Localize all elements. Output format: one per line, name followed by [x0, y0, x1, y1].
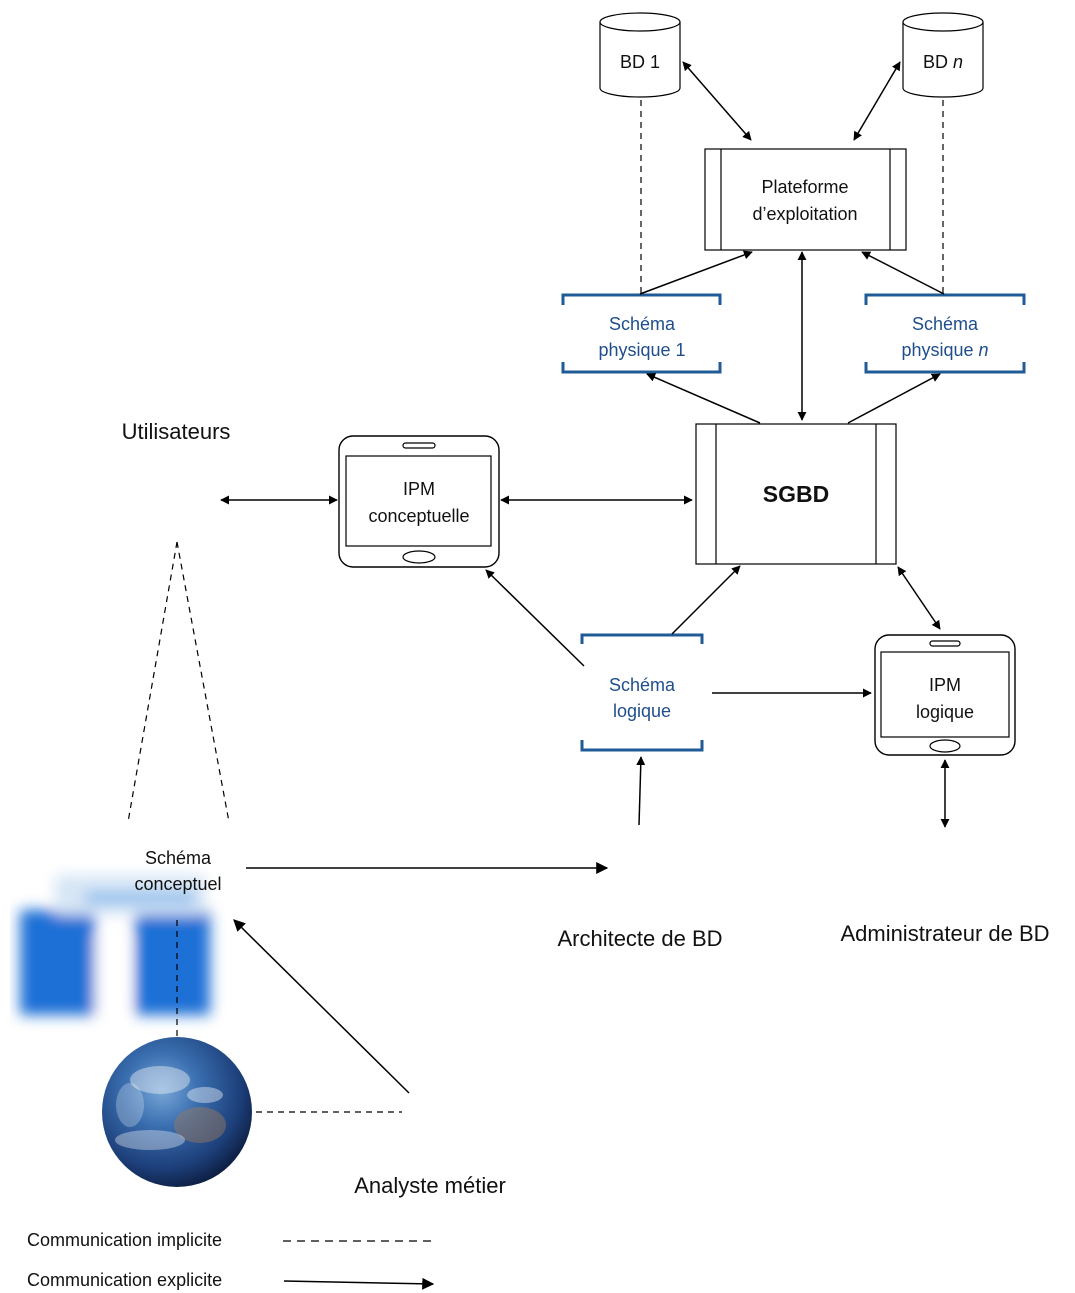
- schema-physique-1: Schéma physique 1: [561, 293, 722, 374]
- schema-conceptuel-figure: Schéma conceptuel: [0, 848, 222, 1020]
- implicit-links: [127, 100, 944, 1113]
- platform-box: Plateforme d’exploitation: [704, 148, 907, 251]
- link-analyste-conceptuel: [233, 919, 410, 1094]
- database-n-label: BD n: [923, 52, 963, 72]
- schema-physique-n-line1: Schéma: [912, 314, 979, 334]
- link-bd1-platform: [682, 61, 752, 141]
- ipm-logique-line2: logique: [916, 702, 974, 722]
- link-schemalogique-sgbd: [671, 565, 741, 635]
- actor-architecte: Architecte de BD: [557, 926, 722, 951]
- database-n: BD n: [902, 12, 984, 98]
- schema-logique-line1: Schéma: [609, 675, 676, 695]
- schema-conceptuel-line1: Schéma: [145, 848, 212, 868]
- legend-explicit-arrow: [283, 1277, 435, 1290]
- earth-globe-icon: [102, 1037, 252, 1187]
- link-sgbd-ipml: [897, 566, 941, 630]
- link-sgbd-schema1: [646, 373, 761, 424]
- schema-physique-1-line1: Schéma: [609, 314, 676, 334]
- ipm-conceptuelle-line1: IPM: [403, 479, 435, 499]
- blurred-diagram-image: [20, 875, 210, 1015]
- platform-label-line1: Plateforme: [761, 177, 848, 197]
- ipm-logique-tablet: IPM logique: [874, 634, 1016, 756]
- ipm-conceptuelle-line2: conceptuelle: [368, 506, 469, 526]
- legend-explicit-label: Communication explicite: [27, 1270, 222, 1290]
- platform-label-line2: d’exploitation: [752, 204, 857, 224]
- schema-logique-line2: logique: [613, 701, 671, 721]
- schema-physique-n-line2: physique n: [901, 340, 988, 360]
- sgbd-label: SGBD: [763, 481, 829, 507]
- schema-logique: Schéma logique: [580, 633, 704, 752]
- link-scheman-platform: [861, 251, 945, 295]
- legend: Communication implicite Communication ex…: [27, 1230, 435, 1290]
- schema-physique-n: Schéma physique n: [864, 293, 1026, 374]
- actor-utilisateurs: Utilisateurs: [122, 419, 231, 444]
- ipm-conceptuelle-tablet: IPM conceptuelle: [338, 435, 500, 568]
- database-1: BD 1: [599, 12, 681, 98]
- link-bdn-platform: [853, 61, 901, 141]
- implicit-link-users-right: [176, 541, 230, 823]
- actor-analyste: Analyste métier: [354, 1173, 506, 1198]
- sgbd-box: SGBD: [695, 423, 897, 565]
- link-sgbd-scheman: [847, 373, 941, 424]
- link-schema1-platform: [639, 250, 753, 295]
- schema-physique-1-line2: physique 1: [598, 340, 685, 360]
- actor-administrateur: Administrateur de BD: [840, 921, 1049, 946]
- link-architecte-schemalogique: [636, 756, 646, 826]
- database-1-label: BD 1: [620, 52, 660, 72]
- ipm-logique-line1: IPM: [929, 675, 961, 695]
- implicit-link-users-left: [127, 541, 178, 823]
- schema-conceptuel-line2: conceptuel: [134, 874, 221, 894]
- link-schemalogique-ipmc: [485, 569, 585, 667]
- explicit-links: [220, 61, 950, 1094]
- legend-implicit-label: Communication implicite: [27, 1230, 222, 1250]
